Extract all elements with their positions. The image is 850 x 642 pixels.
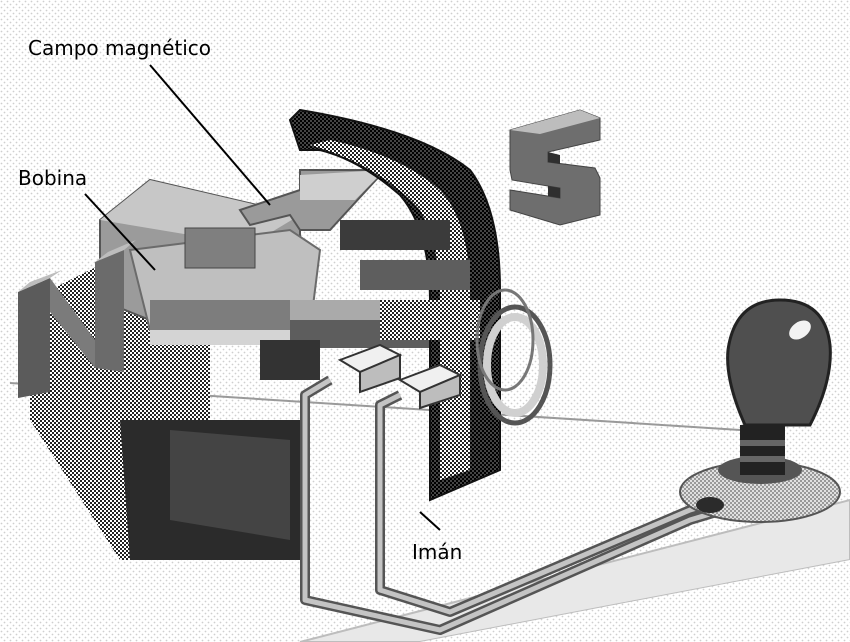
coil-armature: [128, 227, 480, 380]
brushes: [337, 343, 463, 410]
leader-lines: [84, 64, 441, 531]
north-letter: N: [18, 240, 136, 398]
label-iman: Imán: [412, 540, 463, 564]
slip-ring: [475, 288, 553, 426]
light-bulb: [679, 298, 841, 523]
south-letter: S: [509, 109, 601, 226]
south-magnet: [288, 108, 501, 502]
magnetic-field-arrow: [238, 169, 388, 231]
label-campo-magnetico: Campo magnético: [28, 36, 212, 60]
label-bobina: Bobina: [18, 166, 88, 190]
